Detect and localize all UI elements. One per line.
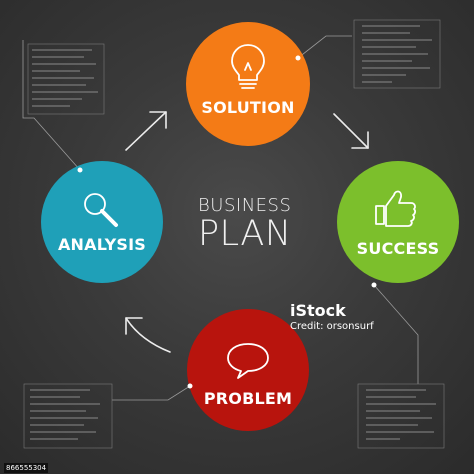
connector-analysis bbox=[22, 40, 81, 171]
arrow-solution-to-success bbox=[333, 113, 369, 149]
connector-success bbox=[373, 284, 419, 384]
page-title: BUSINESS PLAN bbox=[198, 195, 308, 254]
analysis-circle[interactable] bbox=[41, 161, 163, 283]
cycle-arrows bbox=[125, 111, 369, 353]
solution-label: SOLUTION bbox=[201, 98, 295, 117]
note-frames bbox=[23, 19, 445, 449]
notes-frame-top-left bbox=[27, 43, 105, 115]
connector-lines bbox=[22, 35, 419, 401]
notes-frame-bottom-right bbox=[357, 383, 445, 449]
notes-frame-top-right bbox=[353, 19, 441, 89]
magnifier-icon bbox=[84, 193, 118, 227]
analysis-label: ANALYSIS bbox=[57, 235, 147, 254]
title-line-business: BUSINESS bbox=[198, 195, 292, 216]
connector-dots bbox=[77, 55, 377, 389]
arrow-problem-to-analysis bbox=[125, 317, 171, 353]
notes-frame-bottom-left bbox=[23, 383, 113, 449]
problem-circle[interactable] bbox=[187, 309, 309, 431]
speech-bubble-icon bbox=[227, 343, 269, 379]
success-circle[interactable] bbox=[337, 161, 459, 283]
arrow-analysis-to-solution bbox=[125, 111, 167, 151]
connector-solution bbox=[297, 35, 352, 59]
istock-watermark: iStock Credit: orsonsurf bbox=[290, 302, 374, 333]
thumbs-up-icon bbox=[375, 190, 416, 227]
problem-label: PROBLEM bbox=[203, 389, 293, 408]
success-label: SUCCESS bbox=[356, 239, 440, 258]
title-line-plan: PLAN bbox=[198, 214, 292, 254]
connector-problem bbox=[112, 385, 191, 401]
watermark-brand: iStock bbox=[290, 301, 346, 320]
lightbulb-icon bbox=[231, 44, 265, 89]
watermark-credit: Credit: orsonsurf bbox=[290, 321, 374, 332]
note-lines bbox=[30, 25, 436, 440]
stock-id: 866555304 bbox=[4, 463, 49, 473]
